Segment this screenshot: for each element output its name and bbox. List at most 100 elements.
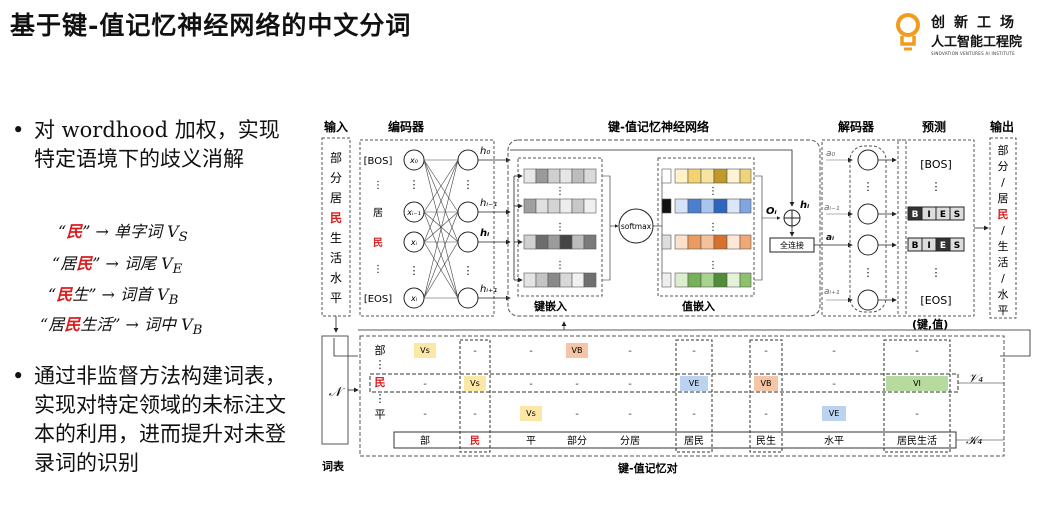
bullet-1: • 对 wordhood 加权，实现特定语境下的歧义消解: [12, 116, 284, 174]
key-rows: [523, 168, 597, 288]
ellipsis: ⋮: [931, 266, 942, 279]
output-char: 部: [998, 143, 1009, 157]
empty-cell: -: [575, 409, 579, 420]
tag-cell: [949, 206, 965, 221]
row-label: ⋮: [375, 392, 386, 405]
lexicon-word: 平: [526, 436, 536, 447]
h-label: hᵢ: [480, 228, 490, 239]
lexicon-n: 𝒩: [329, 385, 346, 400]
tag-vs: [414, 343, 436, 358]
encoder-token: [BOS]: [364, 156, 393, 167]
output-char: 民: [998, 208, 1009, 221]
value-rows: [661, 168, 752, 288]
empty-cell: -: [628, 379, 632, 390]
encoder-token: ⋮: [373, 180, 383, 191]
tag-vi-text: VI: [913, 379, 921, 388]
ellipsis: ⋮: [863, 266, 874, 279]
x-label: xₗ: [410, 294, 418, 303]
h-node: [457, 231, 479, 253]
input-char: 部: [330, 150, 342, 165]
fc-label: 全连接: [780, 240, 804, 250]
encoder-token: 民: [373, 237, 383, 249]
input-label: 输入: [324, 119, 348, 134]
output-char: 平: [998, 304, 1009, 317]
tag-vb-text: VB: [761, 379, 772, 388]
ellipsis: ⋮: [555, 186, 565, 197]
example-row: “民生” → 词首 VB: [48, 285, 179, 309]
memory-label: 键-值记忆对: [617, 461, 678, 475]
encoder-label: 编码器: [387, 119, 425, 134]
example-row: “居民” → 词尾 VE: [52, 254, 183, 278]
decoder-column: [849, 145, 887, 313]
tag-vb-text: VB: [572, 346, 583, 355]
empty-cell: -: [529, 379, 533, 390]
tag-vs: [464, 376, 486, 391]
output-char: 分: [998, 160, 1009, 173]
key-label: 键嵌入: [533, 299, 567, 313]
tag-vi: [886, 376, 948, 391]
page-title: 基于键-值记忆神经网络的中文分词: [10, 11, 412, 40]
example-row: “民” → 单字词 VS: [58, 222, 188, 246]
tag-b: B: [912, 210, 919, 220]
ellipsis: ⋮: [409, 178, 420, 191]
bullet-dot: •: [12, 118, 25, 142]
empty-cell: -: [915, 346, 919, 357]
empty-cell: -: [832, 379, 836, 390]
decoder-node: [857, 149, 879, 171]
h-node: [457, 287, 479, 309]
tag-i: I: [927, 241, 930, 251]
x-label: x₀: [409, 156, 419, 165]
memory-box: [359, 335, 1005, 457]
empty-cell: -: [473, 409, 477, 420]
h-label: h₀: [480, 146, 490, 157]
ellipsis: ⋮: [708, 260, 718, 271]
empty-cell: -: [692, 346, 696, 357]
empty-cell: -: [473, 346, 477, 357]
empty-cell: -: [529, 346, 533, 357]
tag-s: S: [954, 241, 960, 251]
tag-b: B: [912, 241, 919, 251]
lexicon-word: 部: [420, 434, 430, 447]
value-embedding-box: [657, 157, 755, 297]
output-label: 输出: [990, 119, 1014, 134]
a-label: aᵢ: [826, 233, 834, 243]
encoder-token: 居: [373, 207, 383, 219]
tag-e: E: [940, 210, 946, 220]
kvmn-box: [507, 139, 821, 317]
input-char: 分: [330, 171, 342, 185]
lexicon-word: 居民: [684, 435, 704, 447]
input-char: 水: [330, 271, 342, 285]
tag-vs-text: Vs: [470, 379, 480, 388]
ellipsis: ⋮: [463, 264, 474, 277]
kvmn-label: 键-值记忆神经网络: [607, 119, 709, 134]
output-char: /: [1001, 176, 1005, 189]
tag-vs-text: Vs: [526, 409, 536, 418]
output-char: /: [1001, 224, 1005, 237]
h-label: hᵢ₊₁: [480, 284, 497, 295]
logo-line3: SINOVATION VENTURES AI INSTITUTE: [931, 51, 1015, 56]
softmax-label: softmax: [621, 222, 652, 231]
x-label: xᵢ: [410, 238, 418, 247]
h-node: [457, 149, 479, 171]
ellipsis: ⋮: [555, 260, 565, 271]
lexicon-label: 词表: [322, 459, 345, 473]
tag-ve: [822, 406, 846, 421]
input-char: 居: [330, 191, 342, 205]
output-char: 生: [998, 239, 1009, 253]
example-row: “居民生活” → 词中 VB: [40, 315, 203, 339]
tag-s: S: [954, 210, 960, 220]
encoder-token: [EOS]: [364, 294, 392, 305]
predict-label: 预测: [922, 119, 946, 134]
decoder-node: [857, 289, 879, 311]
empty-cell: -: [692, 409, 696, 420]
bullet-1-text: 对 wordhood 加权，实现特定语境下的歧义消解: [34, 118, 280, 171]
tag-ve: [680, 376, 708, 391]
row-label: ⋮: [375, 358, 386, 371]
empty-cell: -: [423, 379, 427, 390]
h-label: hᵢ₋₁: [480, 198, 497, 209]
empty-cell: -: [764, 346, 768, 357]
predict-box: [897, 139, 975, 317]
o-label: Oᵢ: [766, 206, 778, 217]
v4-label: 𝒱₄: [968, 371, 983, 385]
decoder-box: [821, 139, 907, 317]
